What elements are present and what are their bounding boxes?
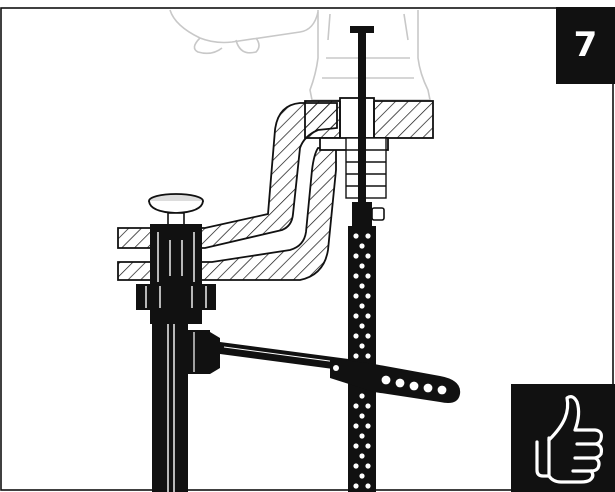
page-frame: [0, 7, 614, 491]
pop-up-drain: [136, 193, 220, 492]
step-number-badge: 7: [556, 7, 615, 84]
thumbs-up-icon: [535, 395, 604, 484]
lift-rod: [350, 26, 385, 228]
spring-clip: [330, 358, 461, 403]
faucet-outline: [169, 9, 431, 101]
approval-badge: [511, 384, 615, 492]
extension-strap: [348, 226, 376, 492]
